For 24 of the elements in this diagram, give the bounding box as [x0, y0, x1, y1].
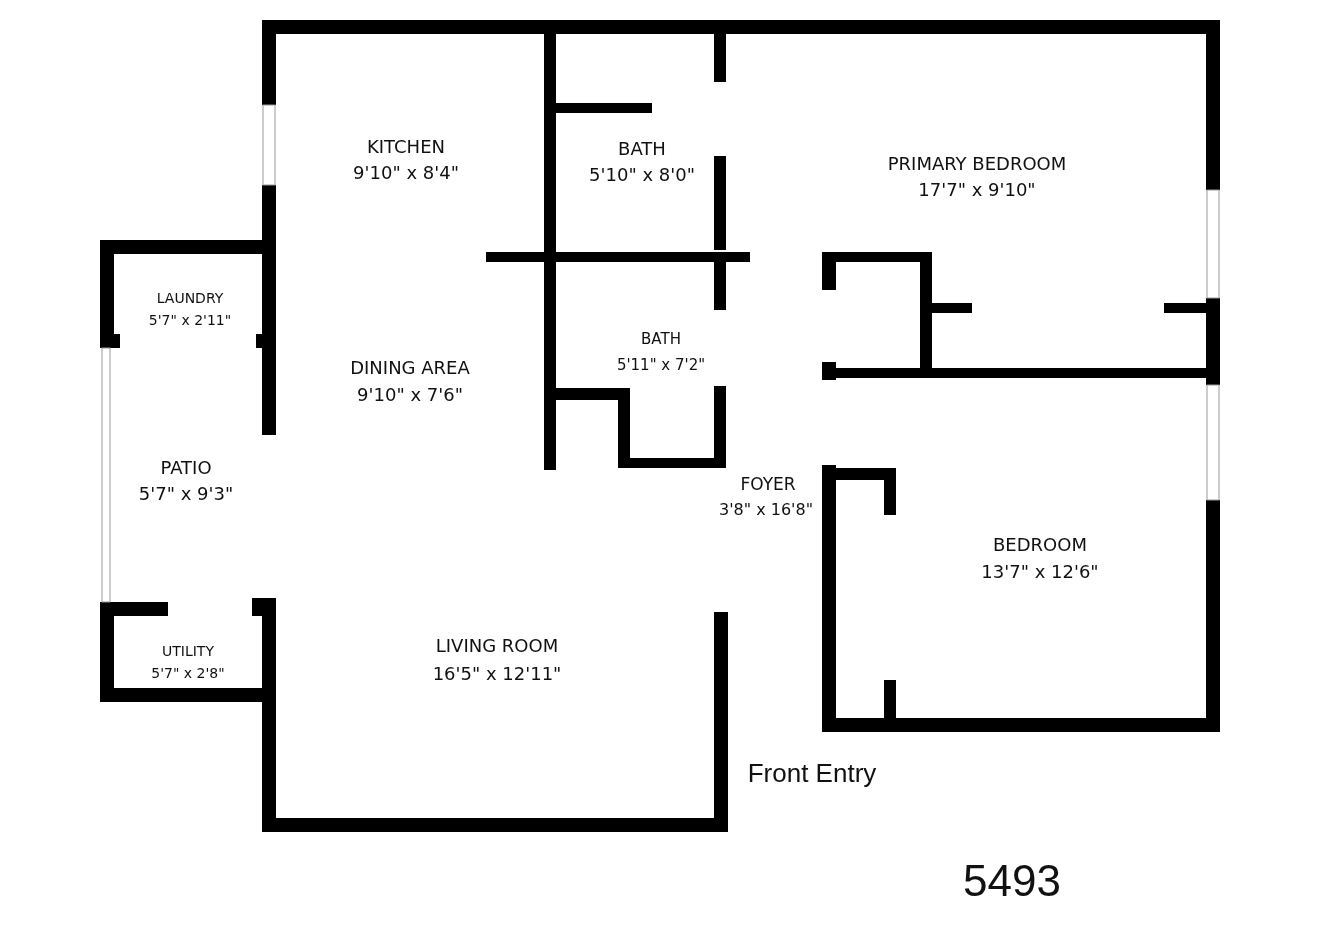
plan-number: 5493 [963, 856, 1061, 906]
room-name: UTILITY [162, 644, 214, 660]
room-name: BATH [641, 330, 681, 348]
room-dimensions: 5'7" x 9'3" [138, 484, 234, 504]
room-dimensions: 16'5" x 12'11" [432, 664, 562, 684]
entry-label: Front Entry [747, 758, 877, 788]
room-dimensions: 5'11" x 7'2" [616, 356, 706, 374]
room-name: BEDROOM [993, 535, 1087, 555]
room-name: PATIO [160, 458, 212, 478]
room-dimensions: 5'10" x 8'0" [589, 165, 695, 185]
room-name: PRIMARY BEDROOM [887, 154, 1067, 174]
room-dimensions: 9'10" x 7'6" [357, 385, 463, 405]
room-dimensions: 3'8" x 16'8" [718, 501, 814, 519]
room-dimensions: 13'7" x 12'6" [981, 562, 1099, 582]
room-name: BATH [618, 139, 666, 159]
room-name: KITCHEN [367, 137, 445, 157]
room-name: LIVING ROOM [435, 636, 559, 656]
room-name: DINING AREA [350, 358, 470, 378]
room-name: FOYER [740, 474, 796, 494]
room-dimensions: 17'7" x 9'10" [918, 180, 1036, 200]
room-name: LAUNDRY [156, 291, 224, 307]
room-dimensions: 5'7" x 2'11" [148, 313, 232, 329]
room-dimensions: 9'10" x 8'4" [353, 163, 459, 183]
room-dimensions: 5'7" x 2'8" [151, 666, 225, 682]
